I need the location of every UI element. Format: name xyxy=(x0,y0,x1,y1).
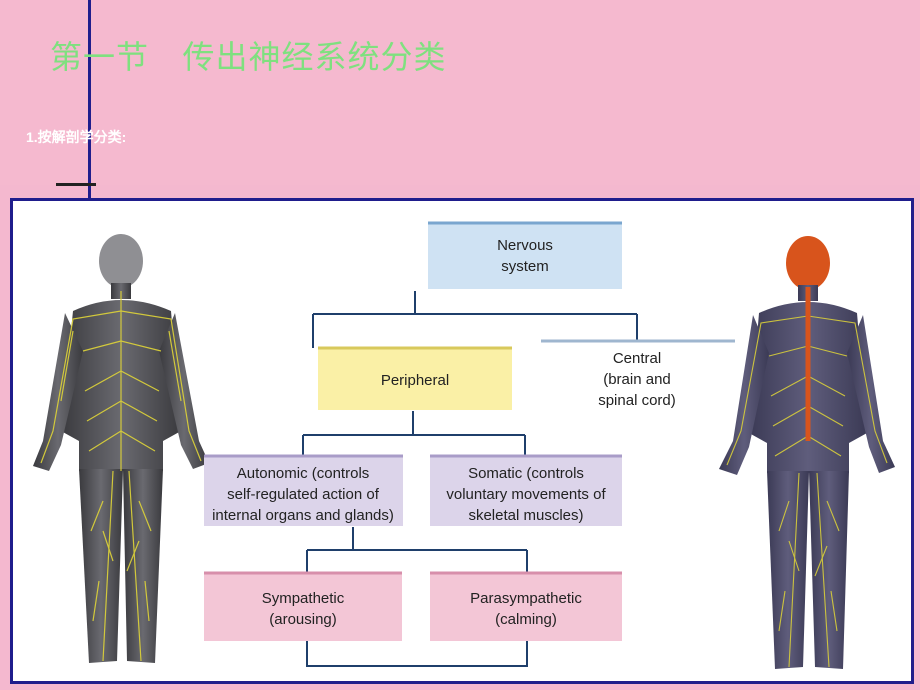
somatic-line-2: voluntary movements of xyxy=(446,486,606,503)
right-body-figure xyxy=(719,236,895,669)
node-sympathetic: Sympathetic (arousing) xyxy=(204,571,402,641)
sympathetic-line-1: Sympathetic xyxy=(262,590,345,607)
left-arm-l xyxy=(33,313,83,471)
slide-header xyxy=(0,0,920,185)
right-leg-l xyxy=(767,471,809,669)
node-somatic: Somatic (controls voluntary movements of… xyxy=(430,454,622,526)
somatic-line-1: Somatic (controls xyxy=(468,465,584,482)
slide-subtitle: 1.按解剖学分类: xyxy=(26,129,127,145)
diagram-frame: Nervous system Peripheral Central (brain… xyxy=(10,198,914,684)
decorative-horizontal-line xyxy=(56,183,96,186)
peripheral-label: Peripheral xyxy=(381,372,449,389)
left-arm-r xyxy=(159,313,209,469)
central-line-2: (brain and xyxy=(603,371,671,388)
central-line-1: Central xyxy=(613,350,661,367)
autonomic-line-3: internal organs and glands) xyxy=(212,507,394,524)
right-nerves xyxy=(726,315,888,668)
left-leg-l xyxy=(79,469,123,663)
nervous-system-line-2: system xyxy=(501,258,549,275)
left-leg-r xyxy=(123,469,163,663)
nervous-system-line-1: Nervous xyxy=(497,237,553,254)
left-nerves xyxy=(40,291,202,662)
autonomic-line-2: self-regulated action of xyxy=(227,486,380,503)
left-body-figure xyxy=(33,234,209,663)
somatic-line-3: skeletal muscles) xyxy=(468,507,583,524)
sympathetic-line-2: (arousing) xyxy=(269,611,337,628)
right-head-brain xyxy=(786,236,830,290)
node-peripheral: Peripheral xyxy=(318,346,512,410)
parasympathetic-line-2: (calming) xyxy=(495,611,557,628)
decorative-vertical-line xyxy=(88,0,91,200)
node-central: Central (brain and spinal cord) xyxy=(541,339,735,409)
right-leg-r xyxy=(809,471,849,669)
diagram-connectors xyxy=(302,291,638,667)
right-arm-l xyxy=(719,315,769,475)
right-arm-r xyxy=(847,315,895,473)
autonomic-line-1: Autonomic (controls xyxy=(237,465,370,482)
node-autonomic: Autonomic (controls self-regulated actio… xyxy=(204,454,403,526)
left-head xyxy=(99,234,143,288)
node-nervous-system: Nervous system xyxy=(428,221,622,289)
nervous-system-diagram: Nervous system Peripheral Central (brain… xyxy=(33,221,895,669)
node-parasympathetic: Parasympathetic (calming) xyxy=(430,571,622,641)
slide-title: 第一节 传出神经系统分类 xyxy=(50,38,447,76)
central-line-3: spinal cord) xyxy=(598,392,676,409)
parasympathetic-line-1: Parasympathetic xyxy=(470,590,582,607)
